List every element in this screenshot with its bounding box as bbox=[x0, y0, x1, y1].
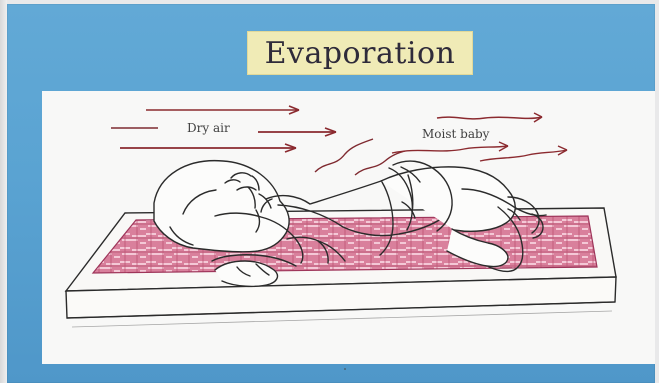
dry-air-label: Dry air bbox=[187, 122, 230, 134]
slide-speck bbox=[344, 368, 346, 370]
title-box: Evaporation bbox=[247, 31, 473, 75]
slide-title: Evaporation bbox=[265, 39, 456, 69]
window-edge-strip bbox=[0, 0, 7, 383]
evaporation-illustration bbox=[42, 91, 655, 364]
moist-baby-label: Moist baby bbox=[422, 128, 489, 140]
slide: Evaporation bbox=[7, 4, 655, 383]
evaporation-illustration-panel: Dry air Moist baby bbox=[42, 91, 655, 364]
